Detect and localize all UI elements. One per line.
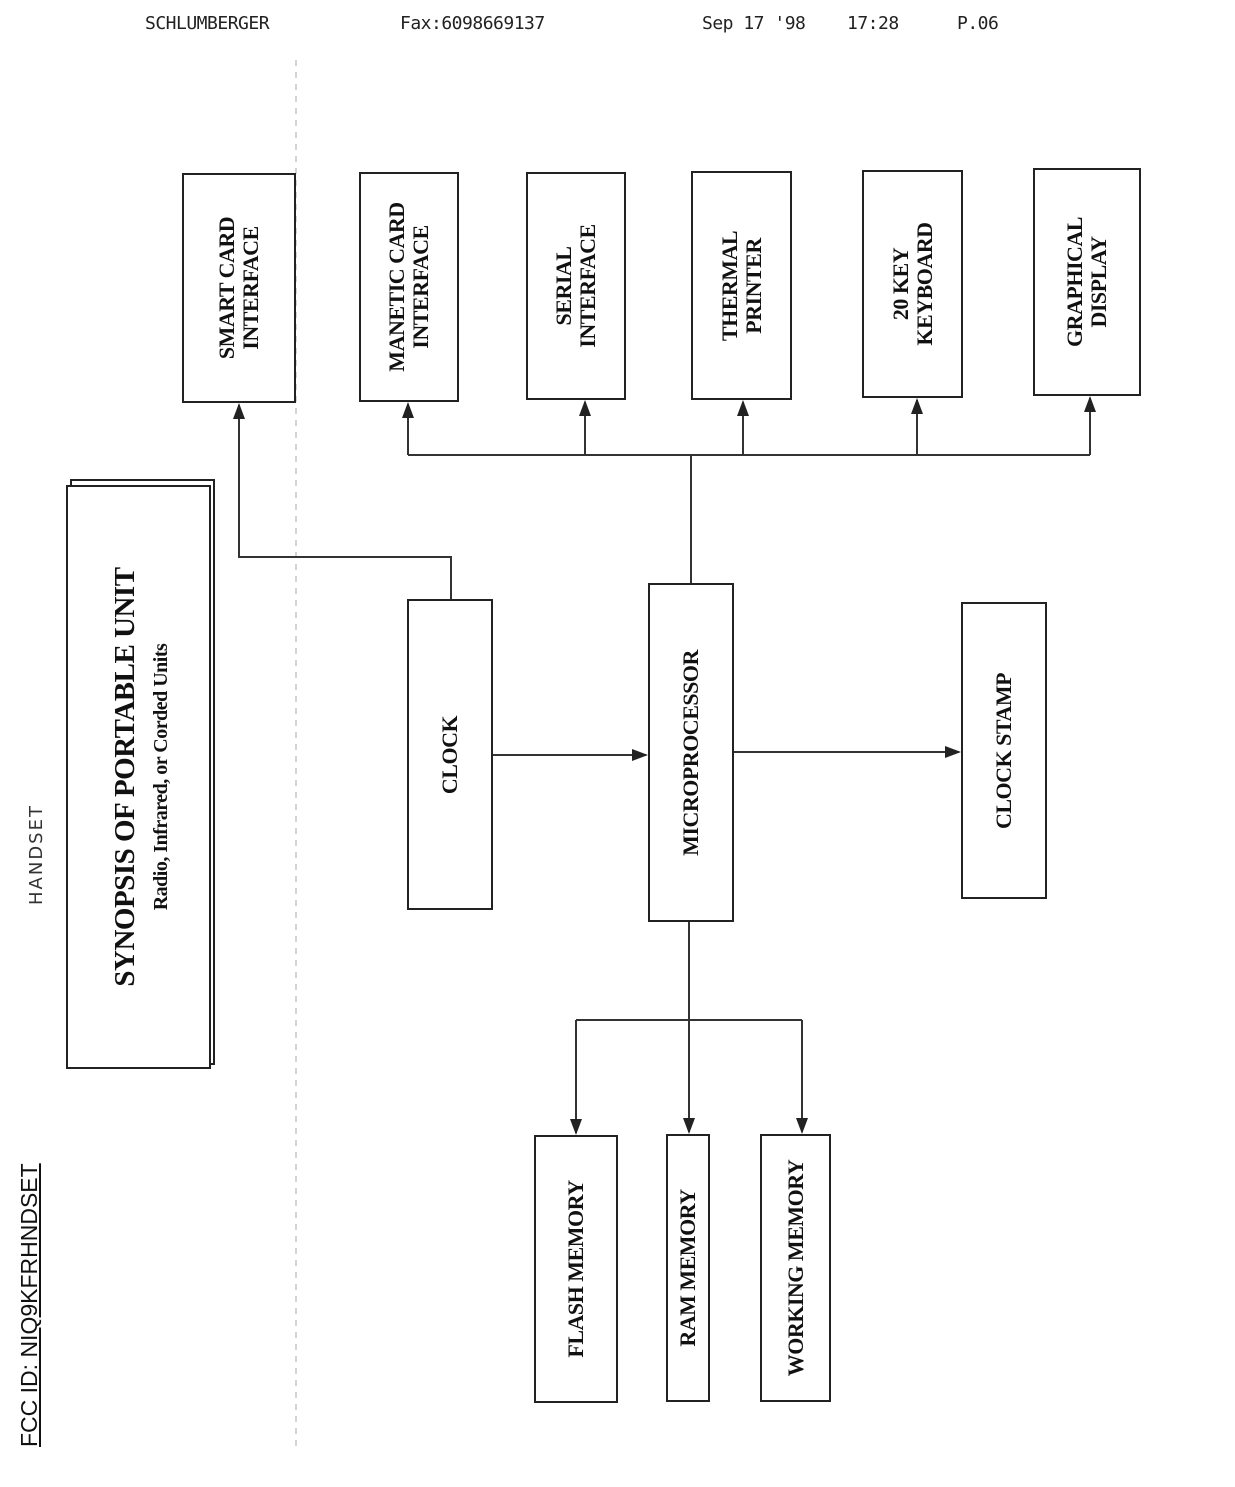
block-label: WORKING MEMORY: [782, 1159, 808, 1377]
working-memory-block: WORKING MEMORY: [760, 1134, 831, 1402]
flash-memory-block: FLASH MEMORY: [534, 1135, 618, 1403]
block-label: CLOCK: [437, 715, 462, 794]
ram-memory-block: RAM MEMORY: [666, 1134, 710, 1402]
block-label: RAM MEMORY: [675, 1189, 700, 1347]
clock-stamp-block: CLOCK STAMP: [961, 602, 1047, 899]
fcc-id: FCC ID: NIQ9KFRHNDSET: [16, 1163, 42, 1447]
fax-page-number: P.06: [957, 13, 999, 34]
fax-date: Sep 17 '98: [702, 13, 806, 34]
serial-interface-block: SERIAL INTERFACE: [526, 172, 626, 400]
block-label: MICROPROCESSOR: [678, 649, 703, 856]
block-label: 20 KEY KEYBOARD: [887, 222, 937, 346]
smart-card-interface-block: SMART CARD INTERFACE: [182, 173, 296, 403]
block-label: MANETIC CARD INTERFACE: [384, 202, 433, 372]
block-label: SERIAL INTERFACE: [551, 224, 600, 348]
diagram-subtitle: Radio, Infrared, or Corded Units: [149, 643, 172, 911]
handwritten-handset-note: HANDSET: [26, 804, 47, 905]
clock-block: CLOCK: [407, 599, 493, 910]
block-label: GRAPHICAL DISPLAY: [1062, 217, 1111, 347]
block-label: FLASH MEMORY: [563, 1180, 588, 1358]
keyboard-block: 20 KEY KEYBOARD: [862, 170, 963, 398]
block-label: THERMAL PRINTER: [716, 230, 766, 341]
graphical-display-block: GRAPHICAL DISPLAY: [1033, 168, 1141, 396]
magnetic-card-interface-block: MANETIC CARD INTERFACE: [359, 172, 459, 402]
thermal-printer-block: THERMAL PRINTER: [691, 171, 792, 400]
diagram-title: SYNOPSIS OF PORTABLE UNIT: [108, 567, 141, 987]
fax-number: Fax:6098669137: [400, 13, 545, 34]
block-label: SMART CARD INTERFACE: [214, 216, 263, 360]
block-label: CLOCK STAMP: [991, 672, 1016, 829]
microprocessor-block: MICROPROCESSOR: [648, 583, 734, 922]
title-box: SYNOPSIS OF PORTABLE UNIT Radio, Infrare…: [66, 485, 211, 1069]
fax-company: SCHLUMBERGER: [145, 13, 270, 34]
fax-time: 17:28: [847, 13, 899, 34]
